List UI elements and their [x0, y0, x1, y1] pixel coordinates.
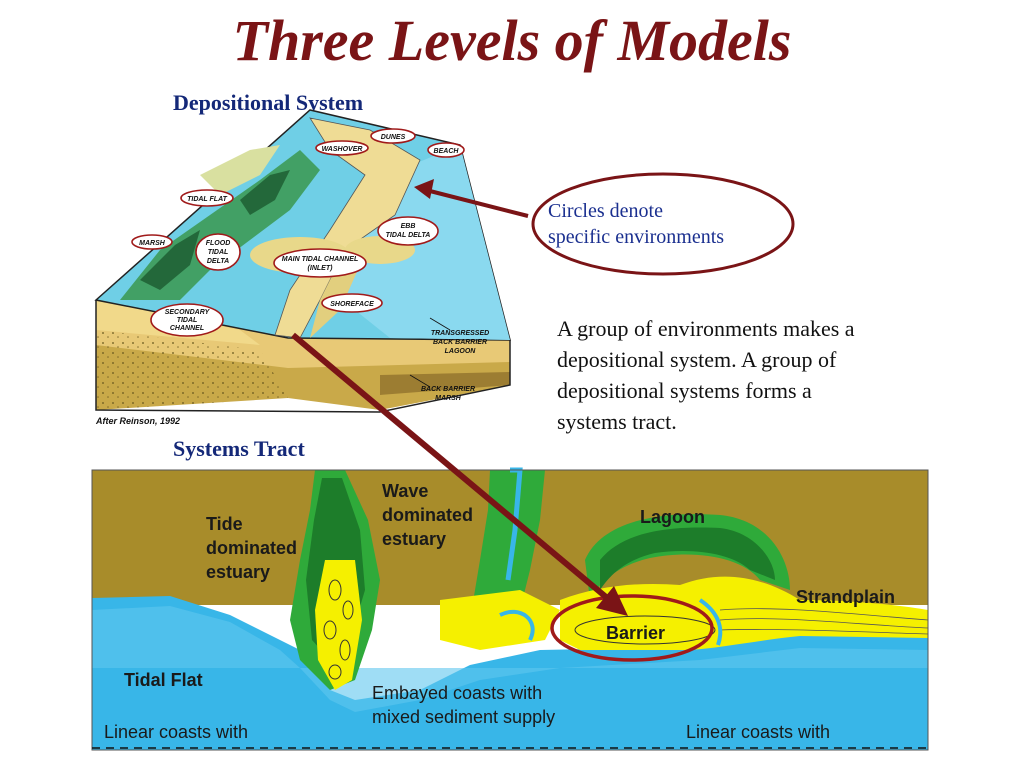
barrier-highlight-circle — [550, 594, 714, 662]
label-circle-beach — [427, 142, 465, 158]
env-label: MARSH — [435, 395, 462, 402]
env-label: LAGOON — [445, 348, 477, 355]
callout-arrowhead — [414, 179, 434, 199]
sand-bar — [328, 579, 342, 601]
barrier-outline — [574, 615, 716, 645]
env-label: MARSH — [139, 240, 166, 247]
tract-label: Wave — [382, 481, 428, 501]
env-label: BACK BARRIER — [433, 339, 487, 346]
callout-oval — [531, 172, 795, 276]
env-label: BEACH — [434, 148, 460, 155]
label-circle-washover — [315, 140, 369, 156]
tract-label: Tide — [206, 514, 243, 534]
leader-line — [429, 317, 451, 331]
env-label: TRANSGRESSED — [431, 330, 489, 337]
strandplain-lines — [719, 608, 929, 635]
page-title: Three Levels of Models — [232, 8, 792, 73]
env-label: TIDAL DELTA — [386, 232, 431, 239]
callout-text: Circles denote specific environments — [548, 198, 724, 250]
env-label: TIDAL FLAT — [187, 196, 228, 203]
marsh-dark — [240, 170, 290, 215]
tract-label: Barrier — [606, 623, 665, 643]
sand-bar — [339, 639, 351, 661]
tract-label: Strandplain — [796, 587, 895, 607]
paragraph-line: systems tract. — [557, 409, 677, 434]
label-circle-dunes — [370, 128, 416, 144]
lagoon-marsh-dark — [600, 527, 775, 590]
sea-band — [92, 606, 928, 712]
env-label: WASHOVER — [322, 146, 363, 153]
label-circle-shoreface — [321, 293, 383, 313]
wave-channel-bend — [499, 609, 535, 641]
systems-tract-heading: Systems Tract — [173, 436, 305, 461]
tract-label: estuary — [382, 529, 446, 549]
env-label: BACK BARRIER — [421, 386, 475, 393]
barrier-channel — [698, 598, 723, 646]
wave-estuary-marsh — [470, 470, 545, 630]
depositional-block-diagram: DUNES WASHOVER BEACH TIDAL FLAT MARSH FL… — [94, 109, 511, 426]
tract-label: Tidal Flat — [124, 670, 203, 690]
barrier-sand — [560, 576, 928, 650]
env-label: (INLET) — [308, 265, 334, 272]
tidal-flat — [200, 145, 280, 195]
paragraph-line: depositional systems forms a — [557, 378, 812, 403]
callout-line: specific environments — [548, 226, 725, 248]
sand-bar — [323, 620, 337, 640]
block-front-outline — [95, 300, 511, 413]
callout-line: Circles denote — [548, 200, 663, 222]
env-label: TIDAL — [177, 317, 198, 324]
label-circle-marsh — [131, 234, 173, 250]
explanation-paragraph: A group of environments makes a depositi… — [557, 313, 977, 437]
callout-arrow — [425, 188, 529, 218]
sand-bar — [342, 600, 354, 620]
paragraph-line: depositional system. A group of — [557, 347, 837, 372]
tract-label: mixed sediment supply — [372, 707, 555, 727]
tract-label: Lagoon — [640, 507, 705, 527]
label-circle-tidal-flat — [180, 189, 234, 207]
label-circle-main-channel — [273, 248, 367, 278]
env-label: EBB — [401, 223, 416, 230]
systems-tract-border — [91, 469, 929, 751]
block-front-marsh — [380, 372, 510, 395]
tract-label: dominated — [206, 538, 297, 558]
tract-label: Linear coasts with — [104, 722, 248, 742]
tide-estuary-sand — [315, 560, 362, 690]
tract-label: Linear coasts with — [686, 722, 830, 742]
paragraph-line: A group of environments makes a — [557, 316, 855, 341]
env-label: DELTA — [207, 258, 229, 265]
sand-bar — [328, 664, 342, 680]
env-label: MAIN TIDAL CHANNEL — [282, 256, 358, 263]
link-arrowhead — [596, 586, 628, 616]
env-label: SHOREFACE — [330, 301, 374, 308]
env-label: CHANNEL — [170, 325, 204, 332]
tract-label: estuary — [206, 562, 270, 582]
label-circle-ebb-delta — [377, 216, 439, 246]
tract-label: dominated — [382, 505, 473, 525]
env-label: DUNES — [381, 134, 406, 141]
block-front-dots — [96, 330, 288, 410]
env-label: SECONDARY — [165, 309, 211, 316]
depositional-system-heading: Depositional System — [173, 90, 364, 115]
marsh-dark — [140, 230, 200, 290]
link-arrow — [291, 332, 614, 605]
label-circle-flood-delta — [195, 233, 241, 271]
systems-tract-diagram: Tide dominated estuary Wave dominated es… — [91, 467, 929, 751]
env-label: TIDAL — [208, 249, 229, 256]
leader-line — [409, 374, 431, 388]
label-circle-secondary-channel — [150, 303, 224, 337]
figure-credit: After Reinson, 1992 — [95, 416, 180, 426]
env-label: FLOOD — [206, 240, 231, 247]
tract-label: Embayed coasts with — [372, 683, 542, 703]
